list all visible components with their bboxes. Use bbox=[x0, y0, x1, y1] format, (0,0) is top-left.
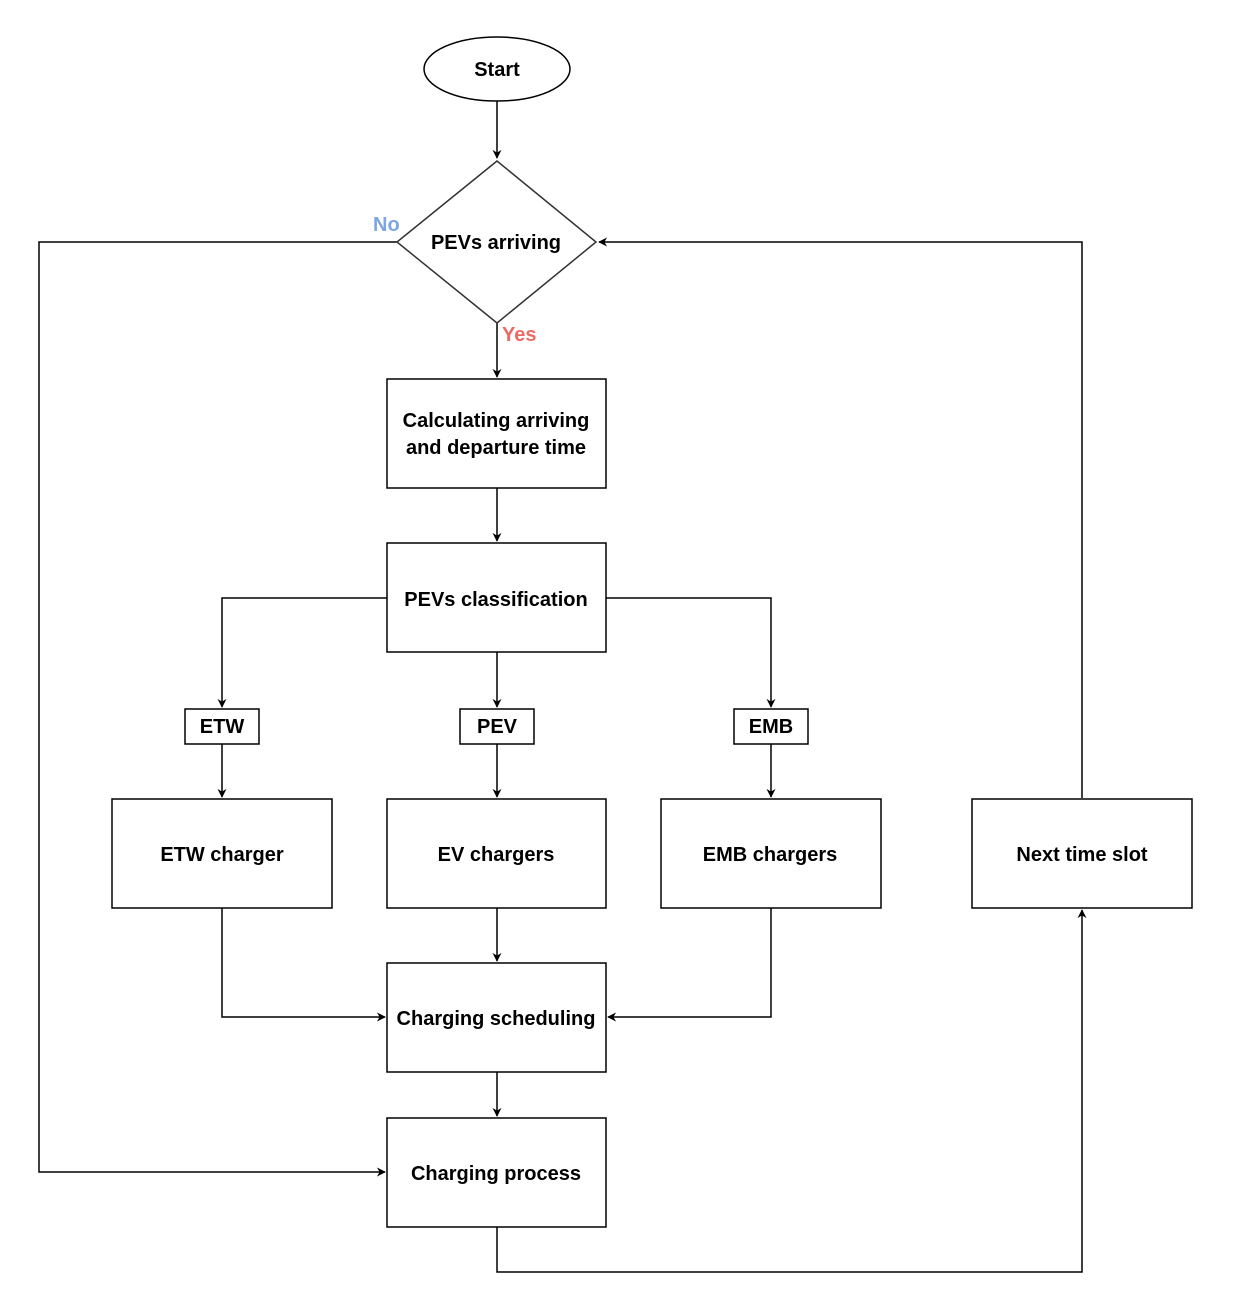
etw-charger-label: ETW charger bbox=[160, 844, 284, 866]
edge-classification-to-etw bbox=[217, 597, 387, 708]
pev-label: PEV bbox=[477, 716, 518, 738]
charging-process-box bbox=[386, 1117, 607, 1228]
edge-etw-charger-to-scheduling bbox=[221, 908, 386, 1022]
etw-box bbox=[184, 708, 260, 745]
nodes: Start PEVs arriving Calculating arriving… bbox=[111, 36, 1193, 1228]
classification-box bbox=[386, 542, 607, 653]
edge-labels: No Yes bbox=[373, 214, 536, 346]
charging-process-label: Charging process bbox=[411, 1163, 581, 1185]
etw-label: ETW bbox=[200, 716, 245, 738]
emb-chargers-label: EMB chargers bbox=[703, 844, 838, 866]
charging-scheduling-box bbox=[386, 962, 607, 1073]
decision-label: PEVs arriving bbox=[431, 232, 561, 254]
classification-label: PEVs classification bbox=[404, 589, 587, 611]
yes-edge-label: Yes bbox=[502, 324, 536, 346]
edge-no-to-process bbox=[38, 241, 397, 1177]
next-time-slot-box bbox=[971, 798, 1193, 909]
calculating-label-line1: Calculating arriving bbox=[403, 410, 590, 432]
no-edge-label: No bbox=[373, 214, 400, 236]
ev-chargers-box bbox=[386, 798, 607, 909]
start-node bbox=[423, 36, 571, 102]
edges bbox=[38, 101, 1087, 1273]
emb-box bbox=[733, 708, 809, 745]
etw-charger-box bbox=[111, 798, 333, 909]
emb-chargers-box bbox=[660, 798, 882, 909]
next-time-slot-label: Next time slot bbox=[1016, 844, 1147, 866]
charging-scheduling-label: Charging scheduling bbox=[397, 1008, 596, 1030]
start-label: Start bbox=[474, 59, 520, 81]
edge-classification-to-emb bbox=[606, 597, 776, 708]
calculating-box bbox=[386, 378, 607, 489]
ev-chargers-label: EV chargers bbox=[438, 844, 555, 866]
edge-emb-chargers-to-scheduling bbox=[607, 908, 772, 1022]
calculating-label-line2: and departure time bbox=[406, 437, 586, 459]
edge-process-to-next-slot bbox=[496, 909, 1087, 1273]
pev-box bbox=[459, 708, 535, 745]
edge-next-slot-to-decision bbox=[598, 237, 1083, 798]
decision-pevs-arriving bbox=[395, 160, 598, 324]
emb-label: EMB bbox=[749, 716, 793, 738]
